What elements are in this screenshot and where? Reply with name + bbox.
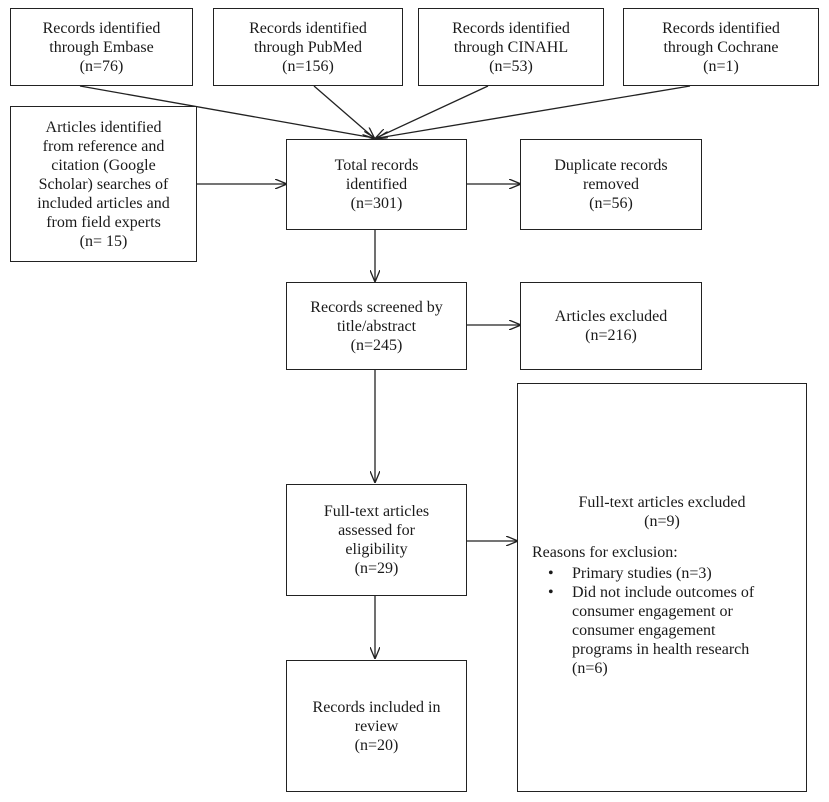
other-source-line: included articles and xyxy=(37,194,170,212)
total-records-line2: identified xyxy=(345,176,408,193)
included-line1: Records included in xyxy=(312,698,441,716)
duplicates-line2: removed xyxy=(583,176,639,193)
fulltext-excluded-title: Full-text articles excluded xyxy=(578,494,746,511)
fulltext-box: Full-text articles assessed for eligibil… xyxy=(286,484,467,596)
reason-text: consumer engagement or xyxy=(572,603,733,620)
other-source-line: Scholar) searches of xyxy=(38,175,169,193)
other-source-count: (n= 15) xyxy=(79,232,128,250)
excluded-line1: Articles excluded xyxy=(554,308,668,325)
source-cinahl-line2: through CINAHL xyxy=(453,38,569,56)
arrow-cochrane-to-total xyxy=(378,85,691,138)
screened-line2: title/abstract xyxy=(336,317,417,335)
source-pubmed-box: Records identified through PubMed (n=156… xyxy=(213,8,403,86)
source-embase-line2: through Embase xyxy=(49,38,154,56)
total-records-count: (n=301) xyxy=(350,195,403,212)
source-cochrane-count: (n=1) xyxy=(703,57,739,75)
excluded-box: Articles excluded (n=216) xyxy=(520,282,702,370)
reasons-list: Primary studies (n=3) Did not include ou… xyxy=(532,564,806,678)
other-source-box: Articles identified from reference and c… xyxy=(10,106,197,262)
reason-text: Primary studies (n=3) xyxy=(572,565,712,582)
reasons-label: Reasons for exclusion: xyxy=(532,544,678,561)
total-records-box: Total records identified (n=301) xyxy=(286,139,467,230)
reason-text: Did not include outcomes of xyxy=(572,584,755,601)
duplicates-box: Duplicate records removed (n=56) xyxy=(520,139,702,230)
source-cinahl-line1: Records identified xyxy=(452,19,570,37)
screened-box: Records screened by title/abstract (n=24… xyxy=(286,282,467,370)
source-pubmed-line1: Records identified xyxy=(249,19,367,37)
source-cinahl-box: Records identified through CINAHL (n=53) xyxy=(418,8,604,86)
reason-item: Did not include outcomes of consumer eng… xyxy=(548,583,806,678)
exclusion-reasons: Reasons for exclusion: Primary studies (… xyxy=(518,543,806,678)
arrow-pubmed-to-total xyxy=(313,85,374,138)
source-embase-line1: Records identified xyxy=(42,19,161,37)
source-embase-count: (n=76) xyxy=(79,57,124,75)
other-source-line: citation (Google xyxy=(51,156,156,174)
other-source-line: from reference and xyxy=(42,137,165,155)
source-cochrane-box: Records identified through Cochrane (n=1… xyxy=(623,8,819,86)
screened-line1: Records screened by xyxy=(310,298,443,316)
source-cochrane-line1: Records identified xyxy=(662,19,780,37)
excluded-count: (n=216) xyxy=(585,327,637,344)
source-embase-box: Records identified through Embase (n=76) xyxy=(10,8,193,86)
included-count: (n=20) xyxy=(354,736,399,754)
duplicates-count: (n=56) xyxy=(589,195,633,212)
included-box: Records included in review (n=20) xyxy=(286,660,467,792)
arrow-embase-to-total xyxy=(79,85,374,138)
duplicates-line1: Duplicate records xyxy=(554,157,668,174)
source-pubmed-count: (n=156) xyxy=(282,57,334,75)
fulltext-count: (n=29) xyxy=(354,560,399,577)
fulltext-line1: Full-text articles xyxy=(323,503,430,520)
fulltext-excluded-header: Full-text articles excluded (n=9) xyxy=(578,493,745,531)
reason-text: consumer engagement xyxy=(572,622,716,639)
source-cinahl-count: (n=53) xyxy=(489,57,533,75)
source-cochrane-line2: through Cochrane xyxy=(663,38,779,56)
fulltext-excluded-count: (n=9) xyxy=(644,513,680,530)
other-source-line: Articles identified xyxy=(45,118,162,136)
total-records-line1: Total records xyxy=(334,157,419,174)
reason-text: programs in health research xyxy=(572,641,750,658)
fulltext-line2: assessed for xyxy=(338,522,415,539)
reason-item: Primary studies (n=3) xyxy=(548,564,806,583)
other-source-line: from field experts xyxy=(46,213,161,231)
source-pubmed-line2: through PubMed xyxy=(254,38,362,56)
arrow-cinahl-to-total xyxy=(376,85,489,138)
fulltext-line3: eligibility xyxy=(345,541,408,558)
included-line2: review xyxy=(354,717,399,735)
fulltext-excluded-box: Full-text articles excluded (n=9) Reason… xyxy=(517,383,807,792)
screened-count: (n=245) xyxy=(350,336,403,354)
reason-text: (n=6) xyxy=(572,660,608,677)
